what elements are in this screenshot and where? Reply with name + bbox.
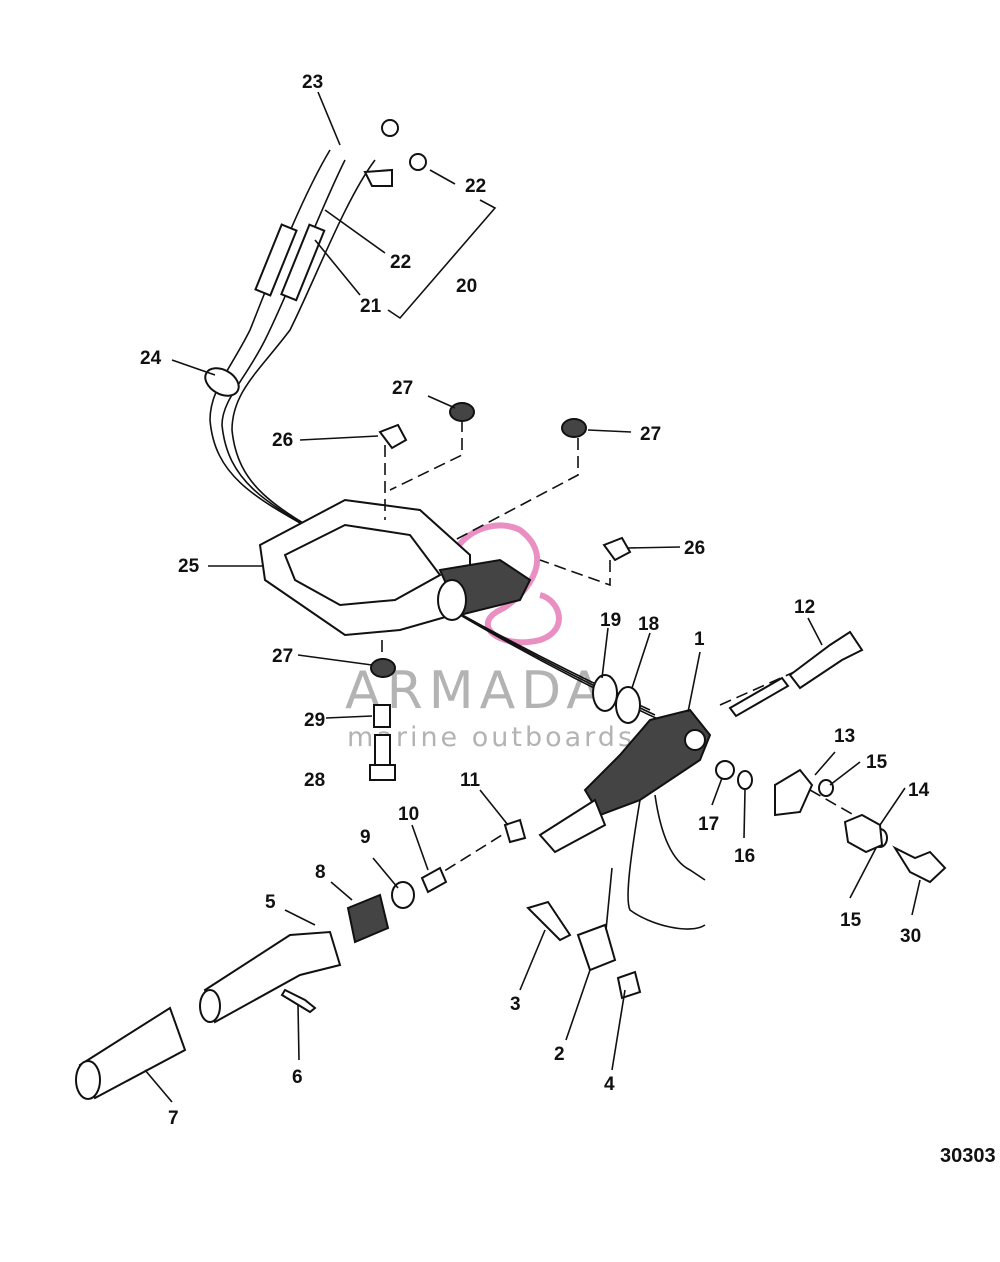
callout-2: 2 (554, 1044, 565, 1065)
cable-guide-26-right (602, 536, 632, 562)
cable-guide-26-upper (378, 423, 408, 450)
callout-28: 28 (304, 770, 325, 791)
washer-19 (592, 674, 618, 712)
cable-clip (204, 367, 240, 397)
cable-sleeve-left (254, 223, 298, 297)
callout-8: 8 (315, 862, 326, 883)
assembly-lines (381, 420, 881, 881)
callout-23: 23 (302, 72, 323, 93)
cable-sleeve-right (280, 223, 326, 302)
callout-14: 14 (908, 780, 930, 801)
callout-9: 9 (360, 827, 371, 848)
grip-assembly (75, 930, 342, 1100)
cable-anchor-bracket (363, 168, 393, 187)
callout-27-right: 27 (640, 424, 661, 445)
shift-shaft-12 (788, 630, 864, 690)
callout-24: 24 (140, 348, 162, 369)
callout-30: 30 (900, 926, 921, 947)
callout-13: 13 (834, 726, 855, 747)
callout-labels: 1 2 3 4 5 6 7 8 9 10 11 12 13 14 15 15 1… (140, 72, 930, 1129)
throttle-shift-cables (204, 119, 661, 721)
pin (728, 676, 790, 718)
callout-22-upper: 22 (465, 176, 486, 197)
callout-1: 1 (694, 629, 705, 650)
callout-19: 19 (600, 610, 621, 631)
screw-3 (526, 900, 572, 942)
washer-17 (715, 760, 735, 780)
callout-15-lower: 15 (840, 910, 862, 931)
grommet-27-upper (449, 402, 475, 422)
clamp-2 (576, 923, 617, 972)
bolt-30 (892, 845, 947, 884)
nut-4 (616, 970, 642, 1000)
callout-20: 20 (456, 276, 477, 297)
callout-18: 18 (638, 614, 659, 635)
watermark-tagline: marine outboards (347, 722, 635, 753)
throttle-tube-5 (203, 930, 342, 1024)
tiller-bracket (258, 498, 532, 637)
callout-27-lower: 27 (272, 646, 293, 667)
friction-plate-13 (774, 768, 814, 817)
screw-6 (280, 988, 317, 1014)
callout-29: 29 (304, 710, 325, 731)
group-bracket-20 (387, 199, 497, 320)
callout-5: 5 (265, 892, 276, 913)
watermark-logo-swirl (448, 522, 562, 646)
callout-4: 4 (604, 1074, 615, 1095)
callout-6: 6 (292, 1067, 303, 1088)
callout-22-lower: 22 (390, 252, 411, 273)
callout-16: 16 (734, 846, 755, 867)
bushing-8 (346, 893, 390, 944)
callout-27-upper: 27 (392, 378, 413, 399)
hardware (346, 402, 947, 1000)
cable-end-fitting-lower (409, 153, 427, 171)
callout-11: 11 (460, 770, 481, 791)
washer-15-upper (818, 779, 834, 797)
bolt-14 (843, 813, 884, 854)
washer-18 (615, 686, 641, 724)
callout-21: 21 (360, 296, 382, 317)
callout-7: 7 (168, 1108, 179, 1129)
callout-12: 12 (794, 597, 815, 618)
bolt-28 (369, 734, 396, 781)
callout-26-right: 26 (684, 538, 705, 559)
grommet-27-right (561, 418, 587, 438)
washer-16 (737, 770, 753, 790)
callout-17: 17 (698, 814, 719, 835)
cable-end-fitting-upper (381, 119, 399, 137)
grommet-27-lower (370, 658, 396, 678)
bolt-29 (373, 704, 391, 728)
figure-number: 30303 (940, 1145, 996, 1167)
callout-25: 25 (178, 556, 200, 577)
spacer-11 (503, 818, 527, 844)
callout-26-upper: 26 (272, 430, 293, 451)
washer-9 (391, 881, 415, 909)
callout-3: 3 (510, 994, 521, 1015)
leader-lines (144, 91, 921, 1103)
tiller-handle (538, 708, 712, 930)
callout-10: 10 (398, 804, 419, 825)
callout-15-upper: 15 (866, 752, 888, 773)
spring-10 (420, 866, 448, 894)
